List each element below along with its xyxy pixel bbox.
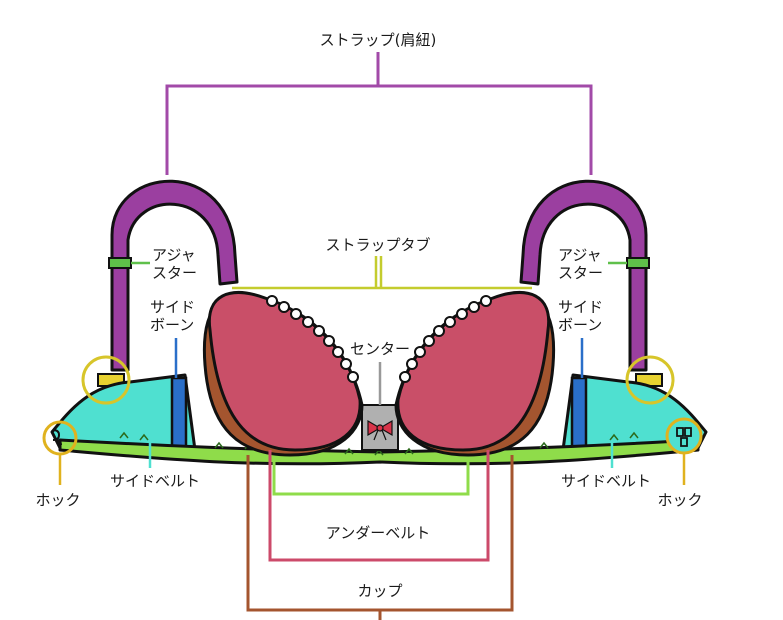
label-strap-tab: ストラップタブ [325,236,430,254]
label-center: センター [350,340,410,358]
right-adjuster [626,257,650,269]
label-cup: カップ [357,582,402,600]
cup-leader-inner [268,450,490,562]
left-adjuster [108,257,132,269]
label-side-bone-right-2: ボーン [558,316,602,334]
strap-leader [165,52,593,175]
label-hook-left: ホック [35,491,80,509]
label-adjuster-left-1: アジャ [152,246,196,264]
label-under-belt: アンダーベルト [326,524,430,542]
cup-lace [266,295,492,383]
right-hook [665,417,703,455]
label-side-bone-left-1: サイド [150,298,195,316]
label-hook-right: ホック [657,491,702,509]
left-side-bone [170,376,188,450]
label-side-bone-left-2: ボーン [150,316,194,334]
left-ring-highlight [81,355,131,405]
right-ring-highlight [625,355,675,405]
label-adjuster-right-1: アジャ [558,246,602,264]
under-belt-leader [272,458,470,496]
left-strap [110,179,239,372]
left-cup [207,291,362,452]
right-side-bone [570,376,588,450]
right-cup [396,291,551,452]
right-strap [519,179,648,372]
label-side-bone-right-1: サイド [558,298,603,316]
center-ribbon-icon [367,419,393,441]
label-adjuster-left-2: スター [152,264,197,282]
label-side-belt-left: サイドベルト [110,472,200,490]
strap-tab-leader [232,256,532,290]
label-side-belt-right: サイドベルト [561,472,651,490]
label-adjuster-right-2: スター [558,264,603,282]
label-strap: ストラップ(肩紐) [320,31,437,49]
